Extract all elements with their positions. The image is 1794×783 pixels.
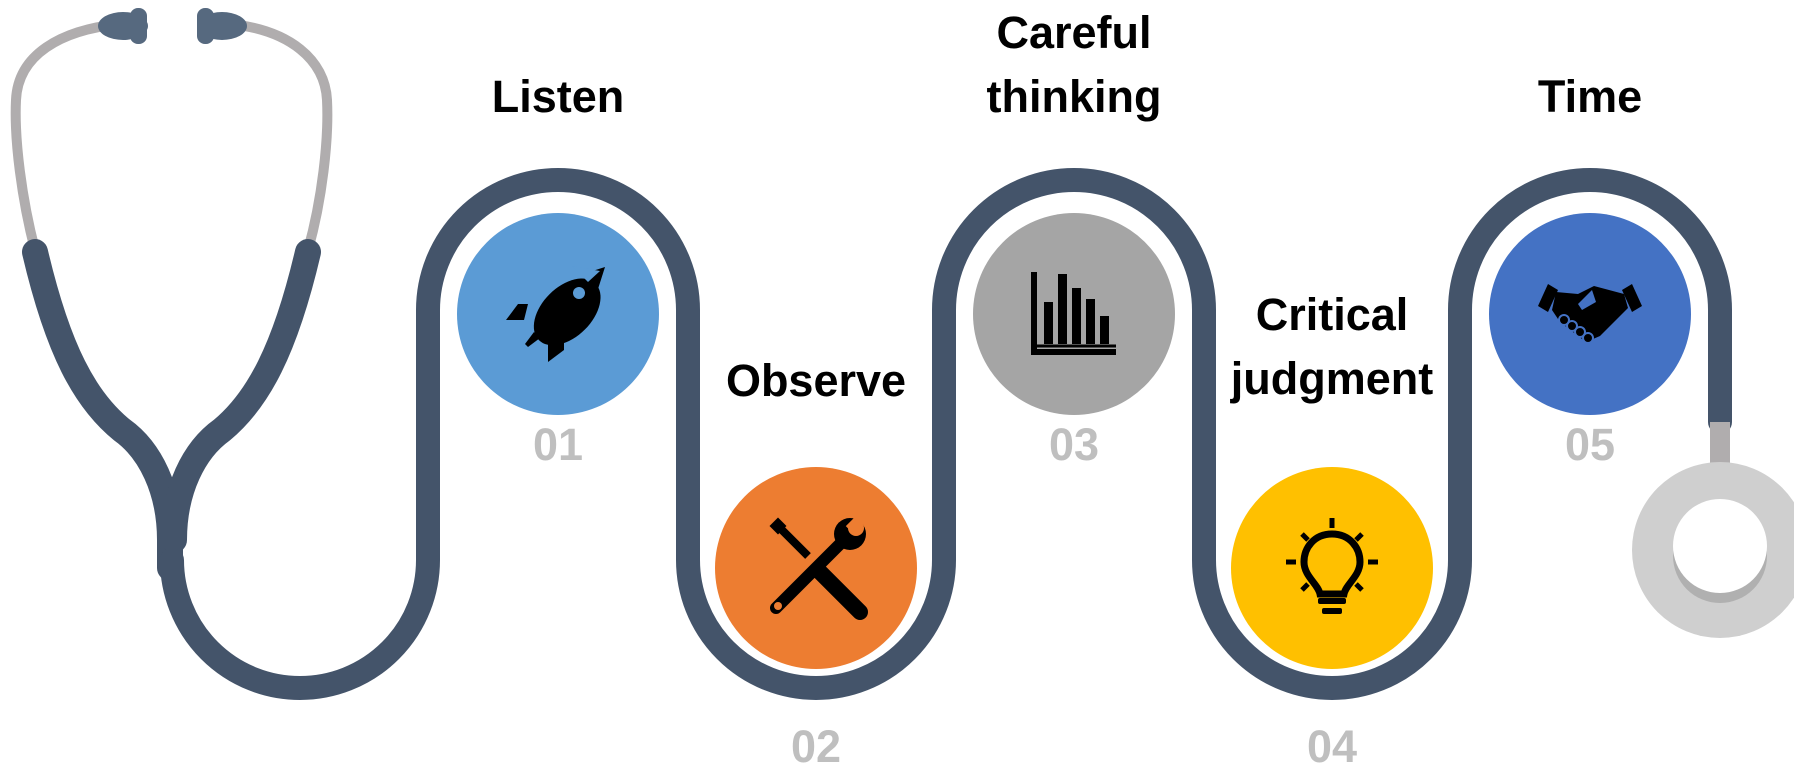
step-01 (457, 213, 659, 415)
tools-icon (769, 514, 868, 620)
y-tube (22, 239, 183, 581)
step-05 (1489, 213, 1691, 415)
right-earpiece-tip (197, 8, 214, 44)
handshake-icon (1538, 284, 1642, 344)
step-04 (1231, 467, 1433, 669)
bar-chart-icon (1031, 272, 1116, 355)
step-03 (973, 213, 1175, 415)
step-number: 05 (1565, 419, 1615, 470)
left-ear-tube (10, 19, 125, 255)
left-earpiece-tip (130, 8, 147, 44)
step-03-label: Careful (996, 7, 1151, 58)
chestpiece-center (1673, 499, 1767, 593)
y-tube-right (161, 239, 321, 553)
lightbulb-icon (1286, 518, 1378, 614)
step-02-label: Observe (726, 355, 906, 406)
step-04-label: judgment (1230, 353, 1433, 404)
right-ear-tube (225, 19, 333, 255)
serpentine-tube (160, 168, 1732, 700)
step-05-label: Time (1538, 71, 1642, 122)
stethoscope-headset (10, 8, 333, 261)
step-circle (1231, 467, 1433, 669)
step-number: 01 (533, 419, 583, 470)
step-number: 04 (1307, 721, 1357, 772)
rocket-icon (506, 266, 605, 362)
step-04-label: Critical (1256, 289, 1409, 340)
step-number: 03 (1049, 419, 1099, 470)
step-labels: Listen 01 Observe 02 Careful thinking 03 Critic… (492, 7, 1642, 772)
step-02 (715, 467, 917, 669)
step-number: 02 (791, 721, 841, 772)
step-01-label: Listen (492, 71, 625, 122)
chestpiece (1632, 422, 1794, 638)
step-03-label: thinking (987, 71, 1162, 122)
